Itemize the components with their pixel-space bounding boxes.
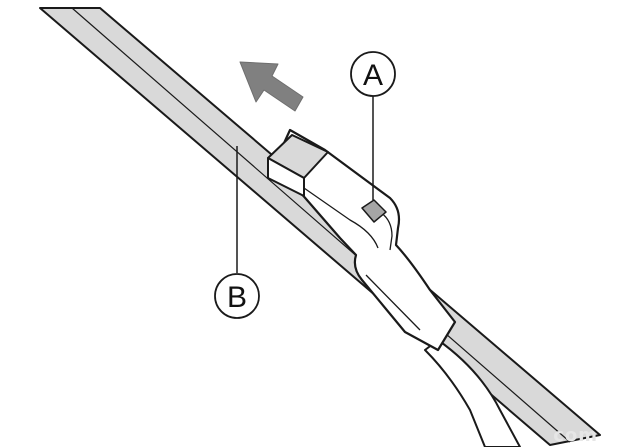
wiper-blade [39, 7, 601, 446]
wiper-arm [424, 339, 521, 447]
watermark-text: com [553, 425, 598, 446]
callout-b-label: B [227, 281, 247, 314]
wiper-connector [266, 128, 457, 352]
callout-a: A [350, 51, 396, 200]
release-tab [361, 199, 387, 223]
callout-b: B [214, 146, 260, 319]
callout-a-label: A [363, 59, 383, 92]
direction-arrow [239, 61, 304, 112]
